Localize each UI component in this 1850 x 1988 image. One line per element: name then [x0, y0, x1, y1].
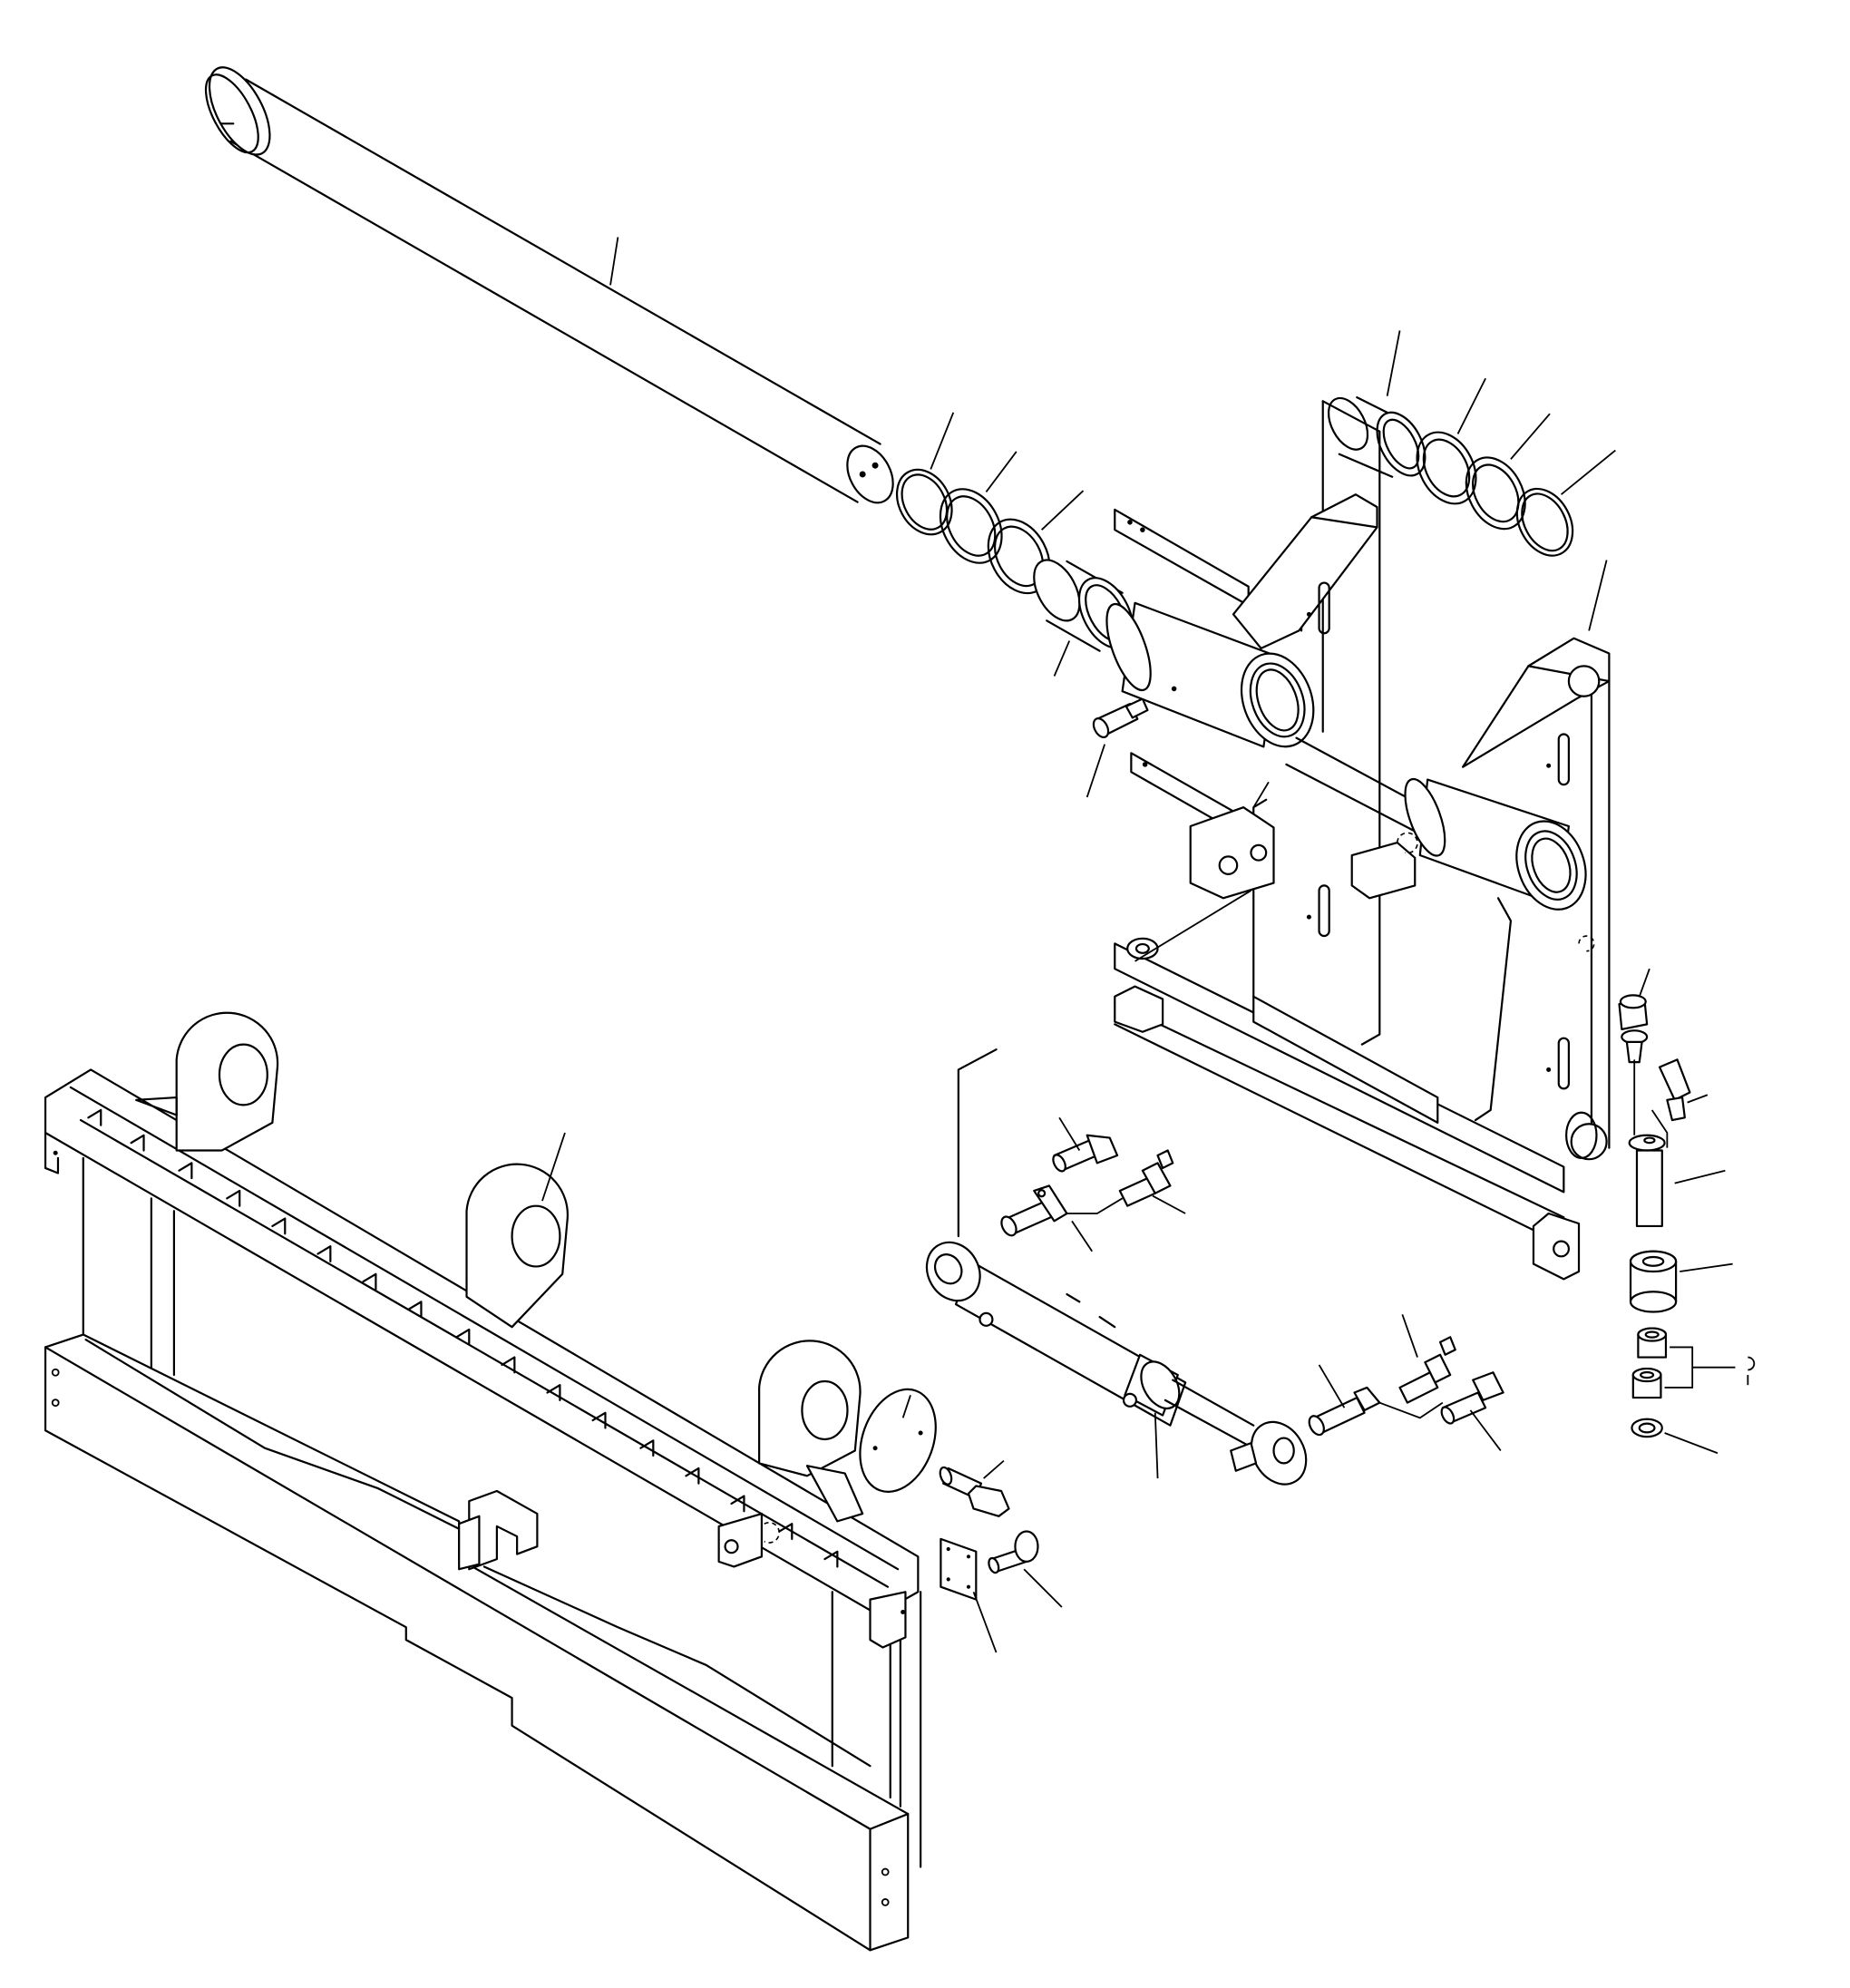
grease-fitting-straight — [1439, 1372, 1504, 1450]
grease-fitting-elbow-2 — [1120, 1150, 1185, 1213]
fork-carriage — [45, 1013, 920, 1951]
bolt-upper — [1620, 969, 1650, 1062]
lug-left — [136, 1013, 278, 1151]
bolt-plate — [987, 1532, 1062, 1607]
lug-right — [719, 1340, 863, 1566]
plate-cover — [847, 1379, 949, 1502]
snap-ring-left — [886, 413, 962, 544]
shim-ring-right-1 — [1406, 378, 1488, 513]
grease-fitting-upper — [1087, 699, 1148, 797]
rail-tabs — [88, 1110, 837, 1566]
snap-ring-right — [1506, 451, 1616, 566]
bolt-cover — [938, 1461, 1008, 1516]
spacer-bushing — [1631, 1252, 1733, 1312]
cylinder-pin-lower — [1306, 1365, 1442, 1437]
shim-ring-left-1 — [929, 452, 1017, 573]
grease-fitting-elbow-3 — [1400, 1314, 1456, 1402]
bushing-left — [1025, 552, 1144, 676]
washer — [1631, 1419, 1718, 1454]
hydraulic-cylinder — [917, 1049, 1318, 1494]
grease-fitting-side — [1660, 1059, 1708, 1120]
bushing-right — [1320, 330, 1435, 483]
grease-fitting-elbow-1 — [1051, 1117, 1117, 1173]
name-plate — [940, 1539, 996, 1652]
shim-ring-right-2 — [1455, 414, 1550, 539]
cylinder-pin-upper — [998, 1185, 1123, 1251]
collar-pair — [1633, 1329, 1754, 1398]
pin-vertical — [1630, 1059, 1726, 1226]
lug-center — [467, 1133, 568, 1327]
long-pin — [195, 58, 902, 511]
mounting-bracket-frame — [1097, 401, 1609, 1279]
